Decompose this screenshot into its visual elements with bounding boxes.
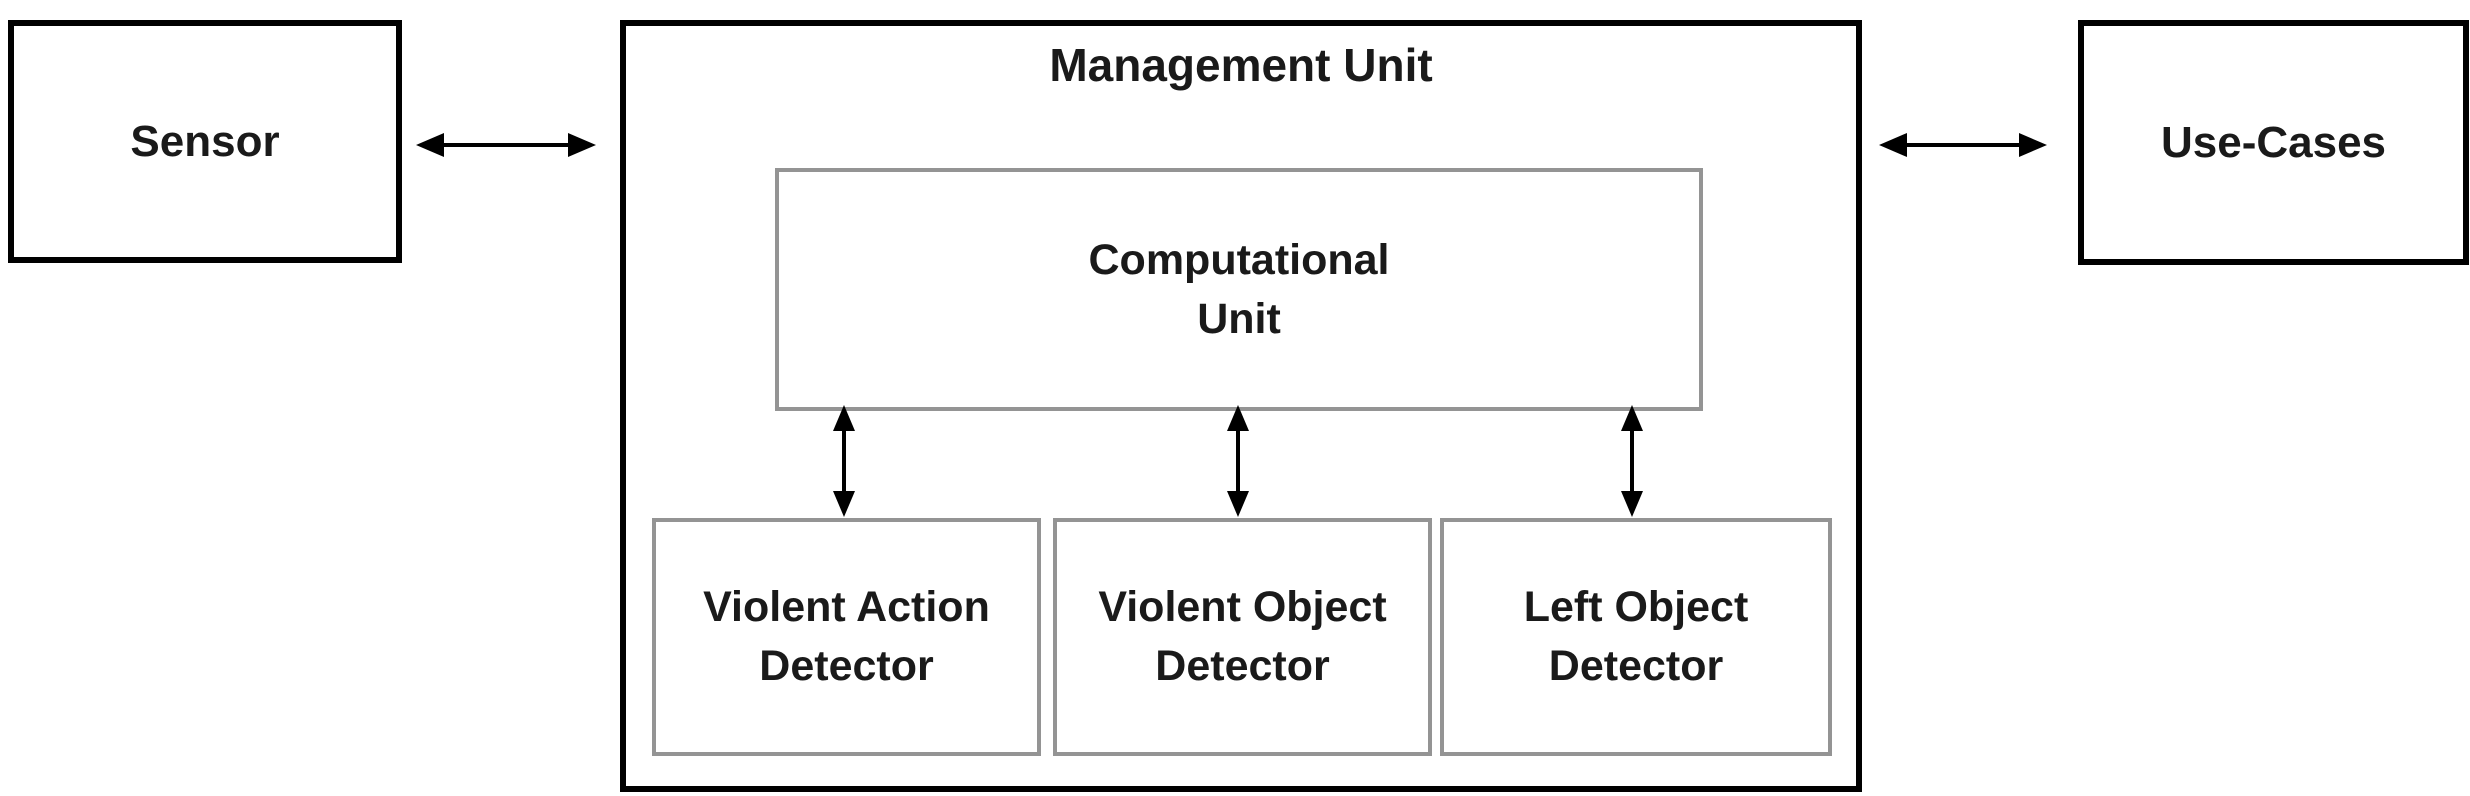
left-object-detector-box: Left Object Detector — [1440, 518, 1832, 756]
violent-action-detector-label-line2: Detector — [759, 642, 934, 690]
cu-left-object-arrow-icon — [1621, 405, 1643, 517]
violent-action-detector-label-line1: Violent Action — [703, 583, 990, 631]
cu-violent-object-arrow-icon — [1227, 405, 1249, 517]
violent-action-detector-box: Violent Action Detector — [652, 518, 1041, 756]
management-unit-box: Management Unit Computational Unit Viole… — [620, 20, 1862, 792]
violent-object-detector-box: Violent Object Detector — [1053, 518, 1432, 756]
computational-unit-box: Computational Unit — [775, 168, 1703, 411]
violent-object-detector-label-line2: Detector — [1155, 642, 1330, 690]
sensor-management-bidirectional-arrow-icon — [416, 133, 596, 157]
computational-unit-label-line1: Computational — [1088, 235, 1390, 284]
left-object-detector-label-line2: Detector — [1548, 642, 1724, 690]
sensor-label: Sensor — [130, 116, 280, 166]
use-cases-label: Use-Cases — [2160, 117, 2387, 167]
management-usecases-bidirectional-arrow-icon — [1879, 133, 2047, 157]
computational-unit-label-line2: Unit — [1197, 294, 1281, 343]
cu-violent-action-arrow-icon — [833, 405, 855, 517]
violent-object-detector-label-line1: Violent Object — [1098, 583, 1387, 631]
use-cases-box: Use-Cases — [2078, 20, 2469, 265]
management-unit-title: Management Unit — [1049, 39, 1433, 91]
left-object-detector-label-line1: Left Object — [1523, 583, 1749, 631]
sensor-box: Sensor — [8, 20, 402, 263]
